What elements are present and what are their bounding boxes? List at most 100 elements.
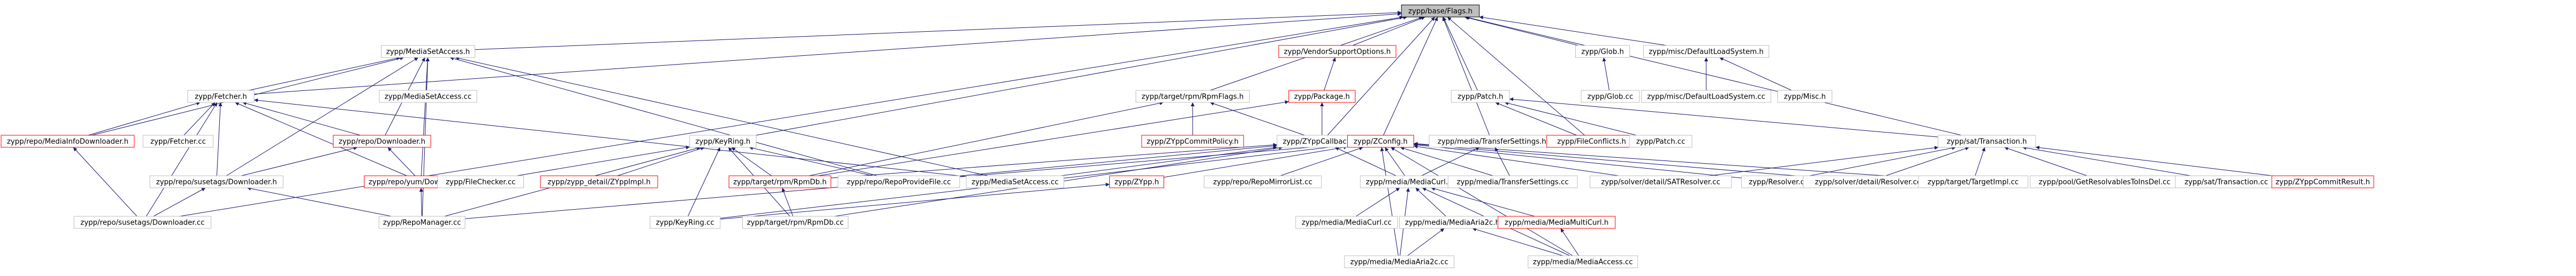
graph-node-patch-cc[interactable]: zypp/Patch.cc xyxy=(1629,135,1692,148)
node-box xyxy=(381,45,475,58)
node-box xyxy=(1641,90,1771,103)
node-label: zypp/repo/MediaInfoDownloader.h xyxy=(7,138,129,146)
node-label: zypp/media/TransferSettings.h xyxy=(1438,138,1546,146)
graph-node-base-flags[interactable]: zypp/base/Flags.h xyxy=(1401,4,1480,18)
node-box xyxy=(1575,45,1630,58)
node-box xyxy=(437,175,524,188)
graph-node-zconfig-h[interactable]: zypp/ZConfig.h xyxy=(1347,135,1414,148)
graph-node-media-aria2c-cc[interactable]: zypp/media/MediaAria2c.cc xyxy=(1344,255,1455,268)
node-label: zypp/RepoManager.cc xyxy=(383,219,461,227)
graph-node-rpmcallbacks-h[interactable]: zypp/target/rpm/RpmDb.h xyxy=(728,175,831,188)
graph-node-rpm-flags-h[interactable]: zypp/target/rpm/RpmFlags.h xyxy=(1136,90,1250,103)
graph-node-media-access-cc[interactable]: zypp/media/MediaAccess.cc xyxy=(1528,255,1638,268)
graph-node-media-curl-cc[interactable]: zypp/media/MediaCurl.cc xyxy=(1295,216,1398,229)
edge-keyring-h-to-base-flags xyxy=(756,15,1407,136)
node-box xyxy=(379,90,477,103)
graph-node-metalink-downloader-h[interactable]: zypp/repo/MediaInfoDownloader.h xyxy=(1,135,135,148)
graph-node-media-set-access2-cc[interactable]: zypp/MediaSetAccess.cc xyxy=(966,175,1064,188)
edge-media-curl-h-to-callbacks-h xyxy=(1335,147,1397,176)
node-box xyxy=(1,135,135,148)
graph-node-susetags-downloader-h[interactable]: zypp/repo/susetags/Downloader.h xyxy=(150,175,283,188)
node-box xyxy=(1581,90,1640,103)
node-label: zypp/media/MediaCurl.cc xyxy=(1302,219,1392,227)
graph-node-glob-cc[interactable]: zypp/Glob.cc xyxy=(1581,90,1640,103)
node-box xyxy=(73,216,212,229)
graph-node-callbacks-h[interactable]: zypp/ZYppCallbacks.h xyxy=(1276,135,1367,148)
edge-media-transfer-cc-to-zconfig-h xyxy=(1400,146,1494,176)
node-box xyxy=(1295,216,1398,229)
graph-node-sat-transaction-h[interactable]: zypp/sat/Transaction.h xyxy=(1937,135,2036,148)
edge-media-curl-h-to-media-transfer-h xyxy=(1421,147,1480,176)
edge-zypp-commit-result-h-to-sat-transaction-h xyxy=(2035,146,2273,176)
graph-node-ztcommit-policy-h[interactable]: zypp/ZYppCommitPolicy.h xyxy=(1141,135,1244,148)
node-label: zypp/Misc.h xyxy=(1784,93,1826,101)
node-label: zypp/VendorSupportOptions.h xyxy=(1284,48,1391,56)
graph-node-repo-mirrorlist-cc[interactable]: zypp/repo/RepoMirrorList.cc xyxy=(1204,175,1322,188)
node-box xyxy=(1109,175,1164,188)
graph-node-zypp-commit-result-h[interactable]: zypp/ZYppCommitResult.h xyxy=(2271,175,2374,188)
edge-fetcher-h-to-base-flags xyxy=(254,12,1402,95)
edge-filechecker-cc-to-keyring-h xyxy=(516,145,690,176)
graph-node-pool-get-resolvables-cc[interactable]: zypp/pool/GetResolvablesToInsDel.cc xyxy=(2030,175,2180,188)
graph-node-sat-transaction-cc[interactable]: zypp/sat/Transaction.cc xyxy=(2175,175,2278,188)
node-label: zypp/FileChecker.cc xyxy=(446,179,515,187)
graph-node-keyring-h[interactable]: zypp/KeyRing.h xyxy=(689,135,756,148)
node-label: zypp/misc/DefaultLoadSystem.cc xyxy=(1647,93,1765,101)
graph-node-package-h[interactable]: zypp/Package.h xyxy=(1289,90,1355,103)
graph-node-solver-resolver-cc[interactable]: zypp/solver/detail/Resolver.cc xyxy=(1803,175,1933,188)
graph-node-sat-resolver-cc[interactable]: zypp/solver/detail/SATResolver.cc xyxy=(1589,175,1732,188)
graph-node-media-multicurl-h[interactable]: zypp/media/MediaMultiCurl.h xyxy=(1497,216,1616,229)
graph-node-fetcher-h[interactable]: zypp/Fetcher.h xyxy=(187,90,254,103)
graph-node-glob-h[interactable]: zypp/Glob.h xyxy=(1575,45,1630,58)
edge-media-transfer-cc-to-media-transfer-h xyxy=(1495,147,1510,176)
node-label: zypp/Glob.h xyxy=(1581,48,1624,56)
graph-node-misc-h[interactable]: zypp/Misc.h xyxy=(1777,90,1832,103)
graph-node-media-transfer-h[interactable]: zypp/media/TransferSettings.h xyxy=(1429,135,1555,148)
graph-node-vendor-support-h[interactable]: zypp/VendorSupportOptions.h xyxy=(1278,45,1397,58)
graph-node-media-set-access-h[interactable]: zypp/MediaSetAccess.h xyxy=(381,45,475,58)
graph-node-repo-manager-cc[interactable]: zypp/RepoManager.cc xyxy=(379,216,465,229)
node-box xyxy=(837,175,960,188)
edge-target-impl-cc-to-zconfig-h xyxy=(1414,142,1919,179)
node-label: zypp/zypp_detail/ZYppImpl.h xyxy=(548,179,651,187)
node-box xyxy=(1401,4,1480,18)
graph-node-default-loadsystem-cc[interactable]: zypp/misc/DefaultLoadSystem.cc xyxy=(1641,90,1771,103)
node-label: zypp/Fetcher.h xyxy=(195,93,247,101)
graph-node-fetcher-cc[interactable]: zypp/Fetcher.cc xyxy=(143,135,214,148)
node-box xyxy=(1136,90,1250,103)
graph-node-media-set-access-cc[interactable]: zypp/MediaSetAccess.cc xyxy=(379,90,477,103)
node-label: zypp/target/rpm/RpmDb.h xyxy=(733,179,827,187)
graph-node-target-impl-cc[interactable]: zypp/target/TargetImpl.cc xyxy=(1918,175,2028,188)
edge-file-conflicts-h-to-base-flags xyxy=(1447,16,1585,136)
graph-node-keyring-cc[interactable]: zypp/KeyRing.cc xyxy=(649,216,721,229)
edge-rpmcallbacks-h-to-rpm-flags-h xyxy=(808,101,1164,176)
node-box xyxy=(143,135,214,148)
graph-node-filechecker-cc[interactable]: zypp/FileChecker.cc xyxy=(437,175,524,188)
graph-node-zypp-impl-h[interactable]: zypp/zypp_detail/ZYppImpl.h xyxy=(540,175,658,188)
graph-node-media-aria2c-h[interactable]: zypp/media/MediaAria2c.h xyxy=(1399,216,1506,229)
edge-rpmcallbacks-h-to-callbacks-h xyxy=(830,143,1278,179)
graph-node-repo-provide-file-cc[interactable]: zypp/repo/RepoProvideFile.cc xyxy=(837,175,960,188)
node-label: zypp/Fetcher.cc xyxy=(150,138,206,146)
edge-target-impl-cc-to-sat-transaction-h xyxy=(1975,147,1986,176)
graph-node-patch-h[interactable]: zypp/Patch.h xyxy=(1451,90,1510,103)
graph-node-default-loadsystem-h[interactable]: zypp/misc/DefaultLoadSystem.h xyxy=(1643,45,1769,58)
edge-media-aria2c-cc-to-media-aria2c-h xyxy=(1407,228,1445,256)
node-label: zypp/repo/susetags/Downloader.cc xyxy=(81,219,205,227)
edge-sat-transaction-cc-to-sat-transaction-h xyxy=(2022,146,2191,176)
edge-media-aria2c-h-to-media-curl-h xyxy=(1415,187,1446,217)
graph-node-resolver-cc[interactable]: zypp/Resolver.cc xyxy=(1741,175,1816,188)
graph-node-rpmdb-cc[interactable]: zypp/target/rpm/RpmDb.cc xyxy=(742,216,848,229)
edge-rpmcallbacks-h-to-package-h xyxy=(818,100,1289,176)
graph-node-susetags-downloader-cc[interactable]: zypp/repo/susetags/Downloader.cc xyxy=(73,216,212,229)
graph-node-media-curl-h[interactable]: zypp/media/MediaCurl.h xyxy=(1360,175,1458,188)
graph-node-repo-downloader-h[interactable]: zypp/repo/Downloader.h xyxy=(333,135,431,148)
graph-node-zypp-h[interactable]: zypp/ZYpp.h xyxy=(1109,175,1164,188)
node-label: zypp/MediaSetAccess.cc xyxy=(972,179,1059,187)
edge-susetags-downloader-cc-to-metalink-downloader-h xyxy=(73,147,138,217)
graph-node-file-conflicts-h[interactable]: zypp/FileConflicts.h xyxy=(1546,135,1637,148)
graph-node-media-transfer-cc[interactable]: zypp/media/TransferSettings.cc xyxy=(1447,175,1578,188)
node-label: zypp/repo/Downloader.h xyxy=(339,138,425,146)
node-label: zypp/sat/Transaction.h xyxy=(1947,138,2027,146)
